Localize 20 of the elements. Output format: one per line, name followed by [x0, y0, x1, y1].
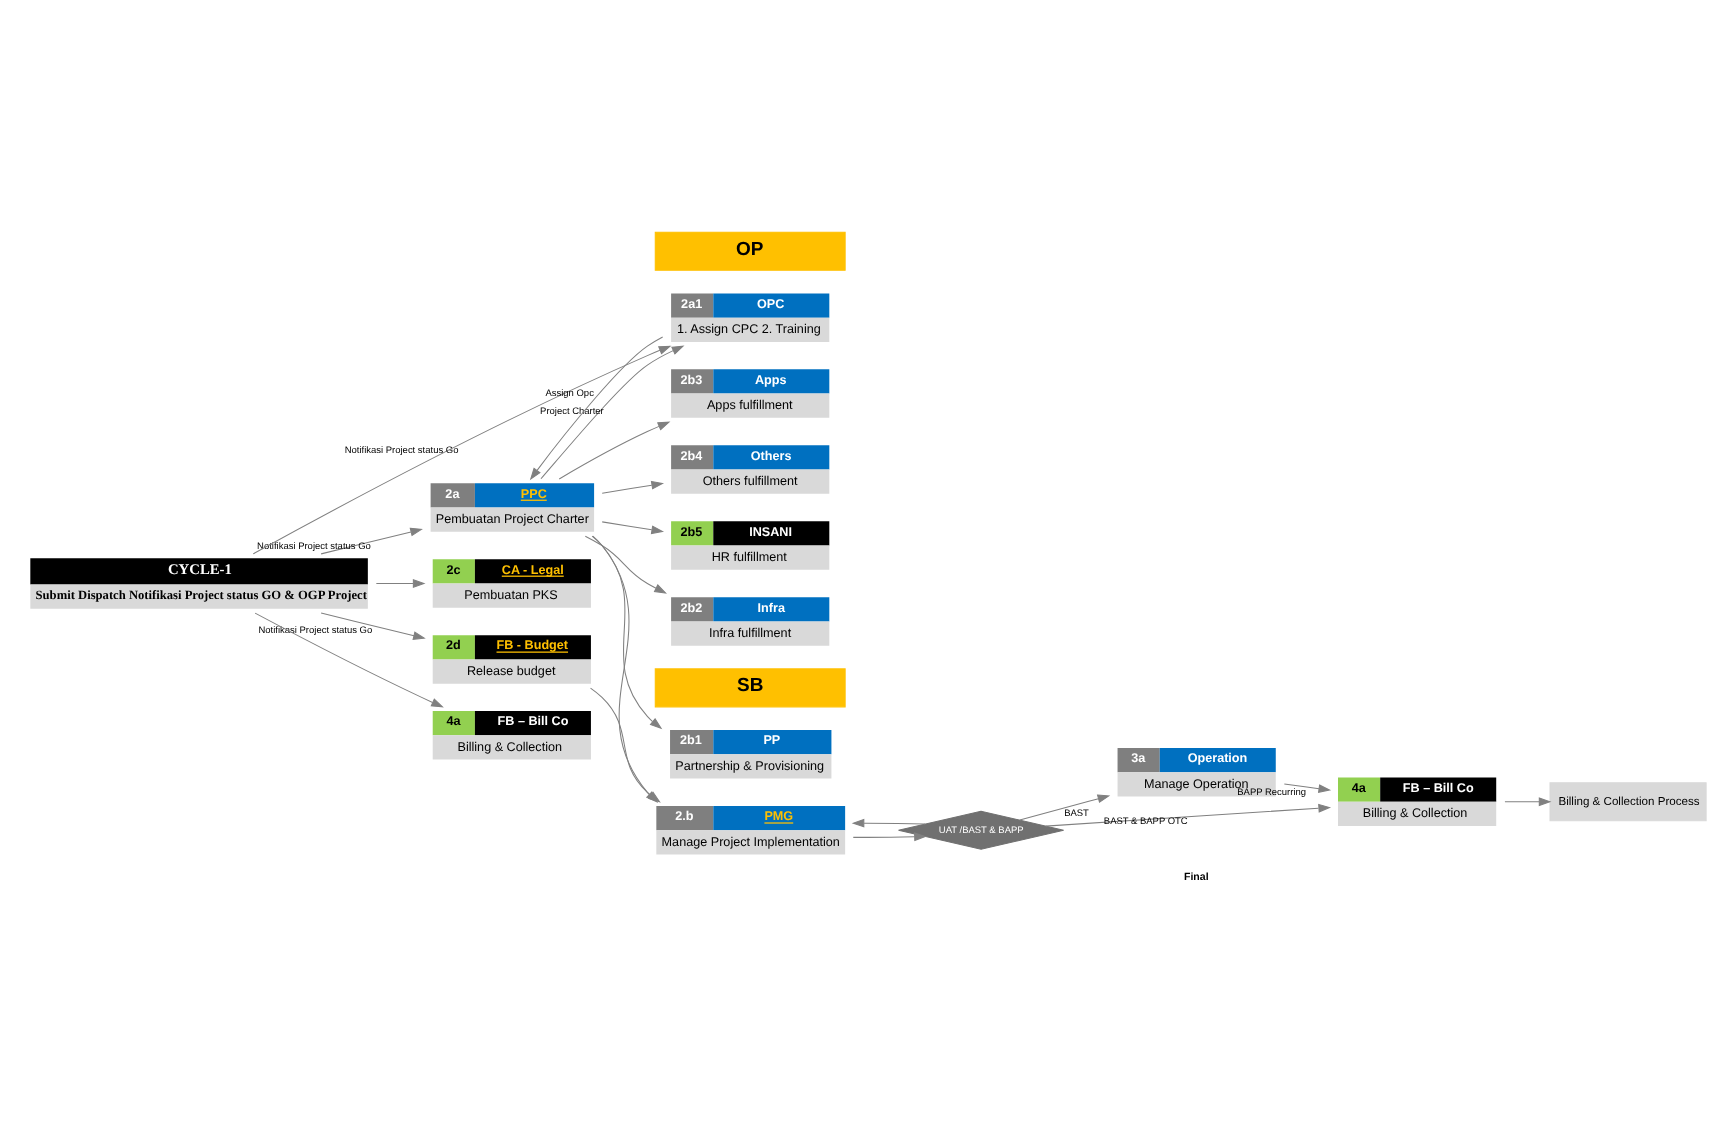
arrow — [252, 344, 672, 554]
arrow — [529, 335, 664, 480]
arrow — [601, 479, 664, 493]
arrow — [601, 520, 664, 534]
arrow — [1045, 802, 1332, 826]
arrow — [558, 420, 671, 479]
arrow — [320, 526, 423, 554]
arrow — [1019, 793, 1111, 820]
arrow — [584, 534, 667, 593]
arrow — [591, 534, 663, 729]
arrow — [851, 817, 926, 827]
node-box: SB — [654, 667, 846, 707]
arrow — [375, 578, 426, 587]
arrow — [852, 831, 927, 841]
arrow — [1504, 796, 1552, 806]
arrow — [254, 611, 444, 707]
arrow — [1283, 782, 1332, 792]
node-box: OP — [654, 230, 846, 270]
arrow — [320, 611, 426, 639]
arrow — [540, 344, 685, 479]
